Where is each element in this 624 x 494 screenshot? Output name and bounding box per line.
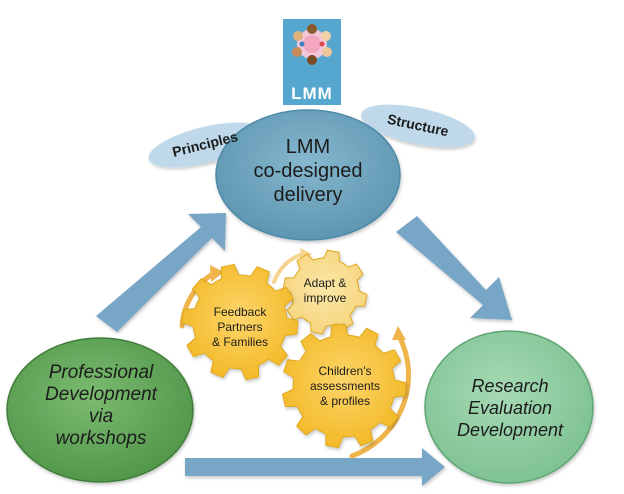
gear-children [281,323,407,449]
right-node-line-2: Evaluation [467,398,553,418]
gear-adapt [282,249,368,335]
gear-adapt-label: Adapt & improve [293,276,357,306]
left-node-line-1: Professional [48,362,154,383]
gear-children-line-1: Children's [318,364,372,378]
top-node-label: LMM co-designed delivery [228,135,388,207]
principles-tag [148,122,262,168]
tags [148,104,475,168]
gear-feedback-label: Feedback Partners & Families [198,305,282,350]
left-node-line-2: Development [45,384,157,405]
arrow-left-to-right [185,448,445,486]
top-node-line-2: co-designed [253,160,363,182]
left-node-line-3: via [88,406,114,427]
lmm-logo [283,19,341,105]
gear-feedback-line-2: Partners [217,320,263,334]
left-node-label: Professional Development via workshops [18,362,184,450]
orbit-arrowhead-children [392,326,406,340]
gear-feedback-line-3: & Families [211,335,268,349]
gear-children-label: Children's assessments & profiles [303,364,387,409]
gear-feedback [181,263,299,381]
right-node-line-3: Development [456,420,564,440]
structure-tag [361,104,475,148]
orbit-arc-children [349,331,412,459]
logo-text: LMM [291,84,333,103]
gears [181,249,407,449]
left-node-line-4: workshops [55,428,147,449]
arrow-left-to-top [96,213,226,332]
right-node-label: Research Evaluation Development [432,375,588,441]
top-node-line-3: delivery [273,184,343,206]
arrows [96,213,512,486]
top-node-line-1: LMM [285,136,331,158]
right-node-line-1: Research [471,376,549,396]
gear-adapt-line-2: improve [303,291,347,305]
gear-adapt-line-1: Adapt & [303,276,347,290]
gear-feedback-line-1: Feedback [213,305,267,319]
gear-children-line-3: & profiles [319,394,371,408]
right-node [424,330,594,484]
left-node [6,337,194,483]
gear-children-line-2: assessments [309,379,381,393]
top-node [215,109,401,241]
orbit-arrowhead-feedback [210,265,224,282]
orbit-arc-adapt [272,252,305,284]
arrow-top-to-right [396,216,512,320]
